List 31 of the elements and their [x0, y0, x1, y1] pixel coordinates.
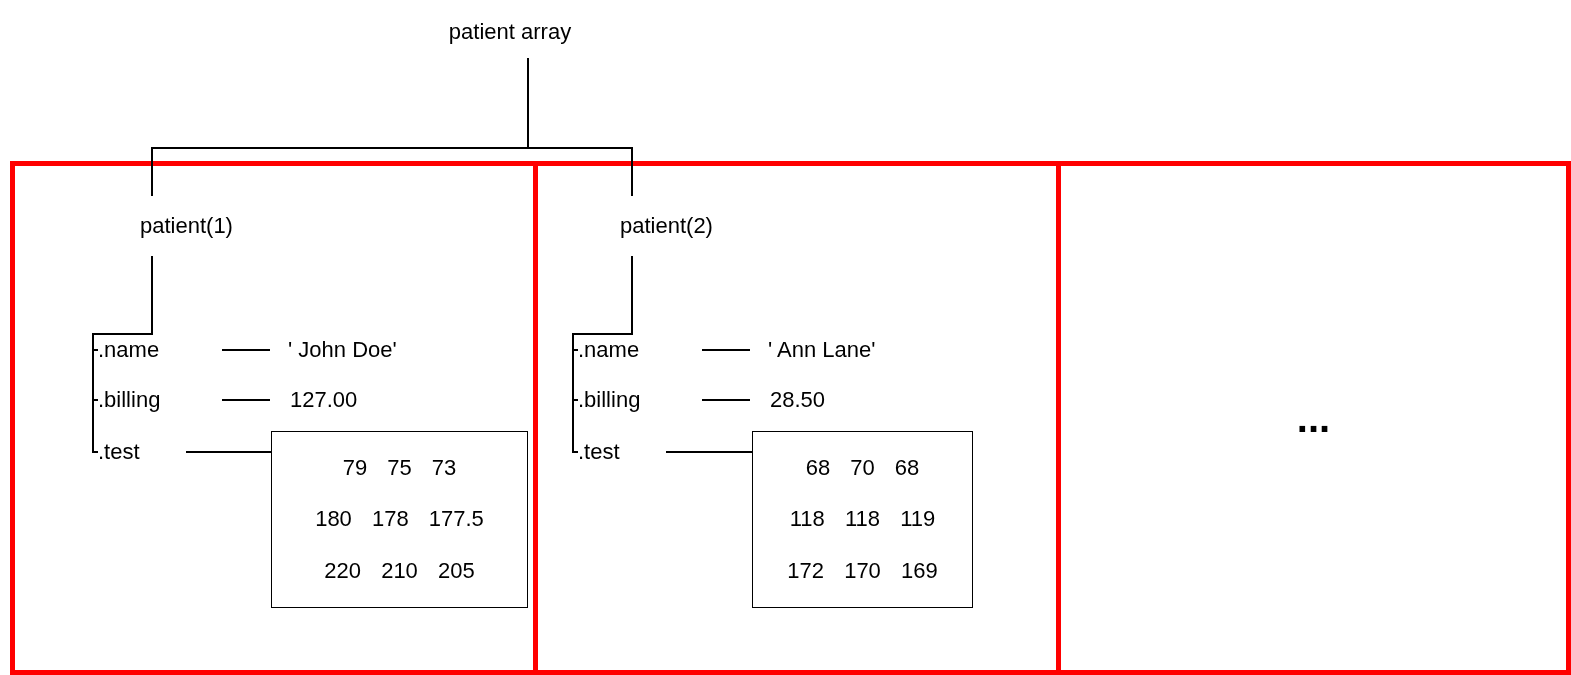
ellipsis-text: ...	[1295, 394, 1332, 442]
matrix-row: 118 118 119	[789, 506, 936, 533]
connector-line	[92, 255, 153, 453]
value-label: ' John Doe'	[270, 337, 460, 363]
matrix-row: 172 170 169	[787, 558, 938, 585]
matrix-row: 180 178 177.5	[315, 506, 484, 533]
matrix-row: 79 75 73	[342, 454, 457, 481]
field-name-label: .name	[98, 337, 222, 363]
struct-label: patient(1)	[138, 196, 268, 256]
struct-label: patient(2)	[618, 196, 748, 256]
matrix-box	[271, 431, 528, 608]
field-name-label: .test	[98, 439, 186, 465]
matrix-row: 68 70 68	[805, 454, 920, 481]
matrix-box	[752, 431, 973, 608]
field-name-label: .test	[578, 439, 666, 465]
connector-line	[185, 451, 272, 453]
connector-line	[701, 349, 751, 351]
matrix-row: 220 210 205	[324, 558, 475, 585]
connector-line	[221, 399, 271, 401]
struct-label: patient array	[420, 6, 600, 58]
field-name-label: .name	[578, 337, 702, 363]
connector-line	[221, 349, 271, 351]
field-name-label: .billing	[98, 387, 222, 413]
connector-line	[665, 451, 753, 453]
connector-line	[701, 399, 751, 401]
value-label: 28.50	[750, 387, 870, 413]
value-label: 127.00	[270, 387, 390, 413]
field-name-label: .billing	[578, 387, 702, 413]
connector-line	[572, 255, 633, 453]
value-label: ' Ann Lane'	[750, 337, 940, 363]
connector-line	[527, 57, 633, 197]
